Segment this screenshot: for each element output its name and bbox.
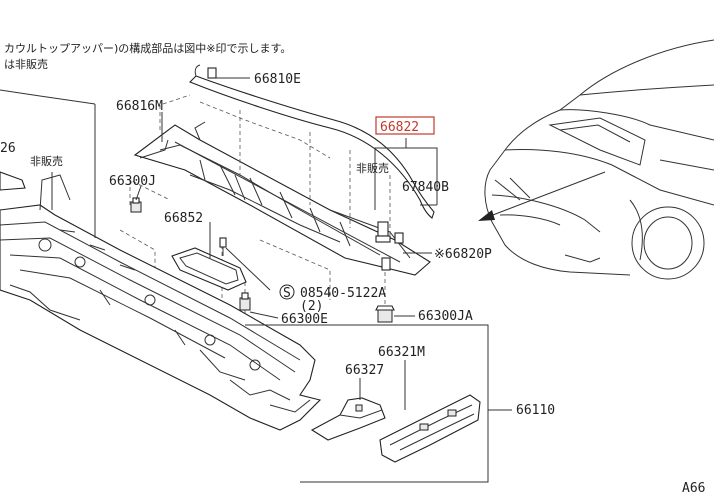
label-66300E: 66300E [281, 312, 328, 327]
label-qty: (2) [300, 299, 323, 314]
grommet-66300J [130, 197, 142, 213]
clip-mid [381, 257, 391, 271]
cowl-top-lower [0, 174, 322, 431]
label-66110: 66110 [516, 403, 555, 418]
car-illustration [484, 39, 714, 280]
label-66300J: 66300J [109, 174, 156, 189]
label-66852: 66852 [164, 211, 203, 226]
label-26: 26 [0, 141, 16, 156]
frame-66110 [245, 324, 512, 483]
label-66820P: ※66820P [434, 247, 492, 262]
cowl-top-upper [133, 121, 431, 276]
frame-66822 [374, 138, 438, 210]
clip-66810E [207, 67, 250, 79]
gasket-66852 [171, 247, 247, 291]
label-66810E: 66810E [254, 72, 301, 87]
clip-66820P [375, 221, 404, 244]
screw-symbol-text: S [283, 286, 291, 301]
bracket-66327 [310, 397, 386, 441]
label-66321M: 66321M [378, 345, 425, 360]
left-fragment [0, 171, 26, 191]
label-67840B: 67840B [402, 180, 449, 195]
label-66822[interactable]: 66822 [380, 120, 419, 135]
label-08540: 08540-5122A [300, 286, 386, 301]
note-line-1: カウルトップアッパー)の構成部品は図中※印で示します。 [4, 41, 291, 55]
highlight-box [375, 116, 435, 135]
clip-66300JA [375, 305, 395, 323]
reference-arrow [478, 171, 606, 221]
note-line-2: は非販売 [4, 58, 48, 71]
label-non-sale-left: 非販売 [30, 155, 63, 168]
label-66300JA: 66300JA [418, 309, 473, 324]
label-66816M: 66816M [116, 99, 163, 114]
label-non-sale-right: 非販売 [356, 162, 389, 175]
screw-08540 [219, 237, 227, 256]
clip-66300E [239, 292, 251, 311]
bracket-66321M [379, 394, 481, 463]
figure-code: A66 [682, 481, 705, 494]
label-66327: 66327 [345, 363, 384, 378]
leader-lines [51, 77, 432, 410]
cowl-top-seal [189, 75, 435, 219]
screw-symbol-icon [279, 284, 295, 300]
